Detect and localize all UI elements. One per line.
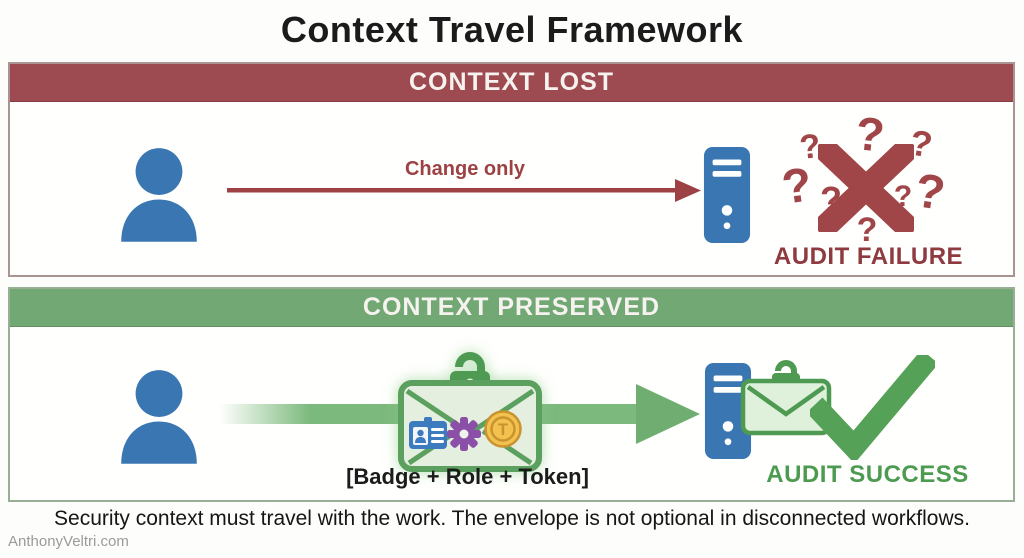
lock-icon [455,352,485,375]
context-lost-panel: CONTEXT LOST Change only ? ? ? ? ? ? [8,62,1015,277]
sealed-envelope-icon: T [398,352,542,472]
lock-icon [775,360,797,377]
confusion-cluster: ? ? ? ? ? ? ? ? [778,106,954,259]
server-tower-icon [704,363,752,459]
checkmark-icon [810,355,935,460]
person-icon [121,148,197,242]
page-title: Context Travel Framework [280,9,744,50]
x-mark-icon [818,144,914,232]
person-icon [121,370,197,464]
footer-caption: Security context must travel with the wo… [54,507,970,530]
question-mark-icon: ? [778,158,816,215]
watermark: AnthonyVeltri.com [8,533,129,550]
question-mark-icon: ? [911,164,949,221]
gear-icon [447,417,481,451]
context-lost-header: CONTEXT LOST [10,64,1013,102]
received-envelope-icon [740,360,832,436]
svg-text:T: T [498,420,509,439]
change-arrow-label: Change only [404,158,525,180]
audit-failure-label: AUDIT FAILURE [773,243,964,270]
change-arrow-icon [227,179,701,202]
question-mark-icon: ? [856,211,878,249]
context-preserved-header: CONTEXT PRESERVED [10,289,1013,327]
payload-label: [Badge + Role + Token] [346,464,589,489]
token-coin-icon: T [484,410,522,448]
badge-icon [409,417,447,449]
context-preserved-panel: CONTEXT PRESERVED [8,287,1015,502]
audit-success-label: AUDIT SUCCESS [766,461,969,488]
server-tower-icon [703,147,751,243]
